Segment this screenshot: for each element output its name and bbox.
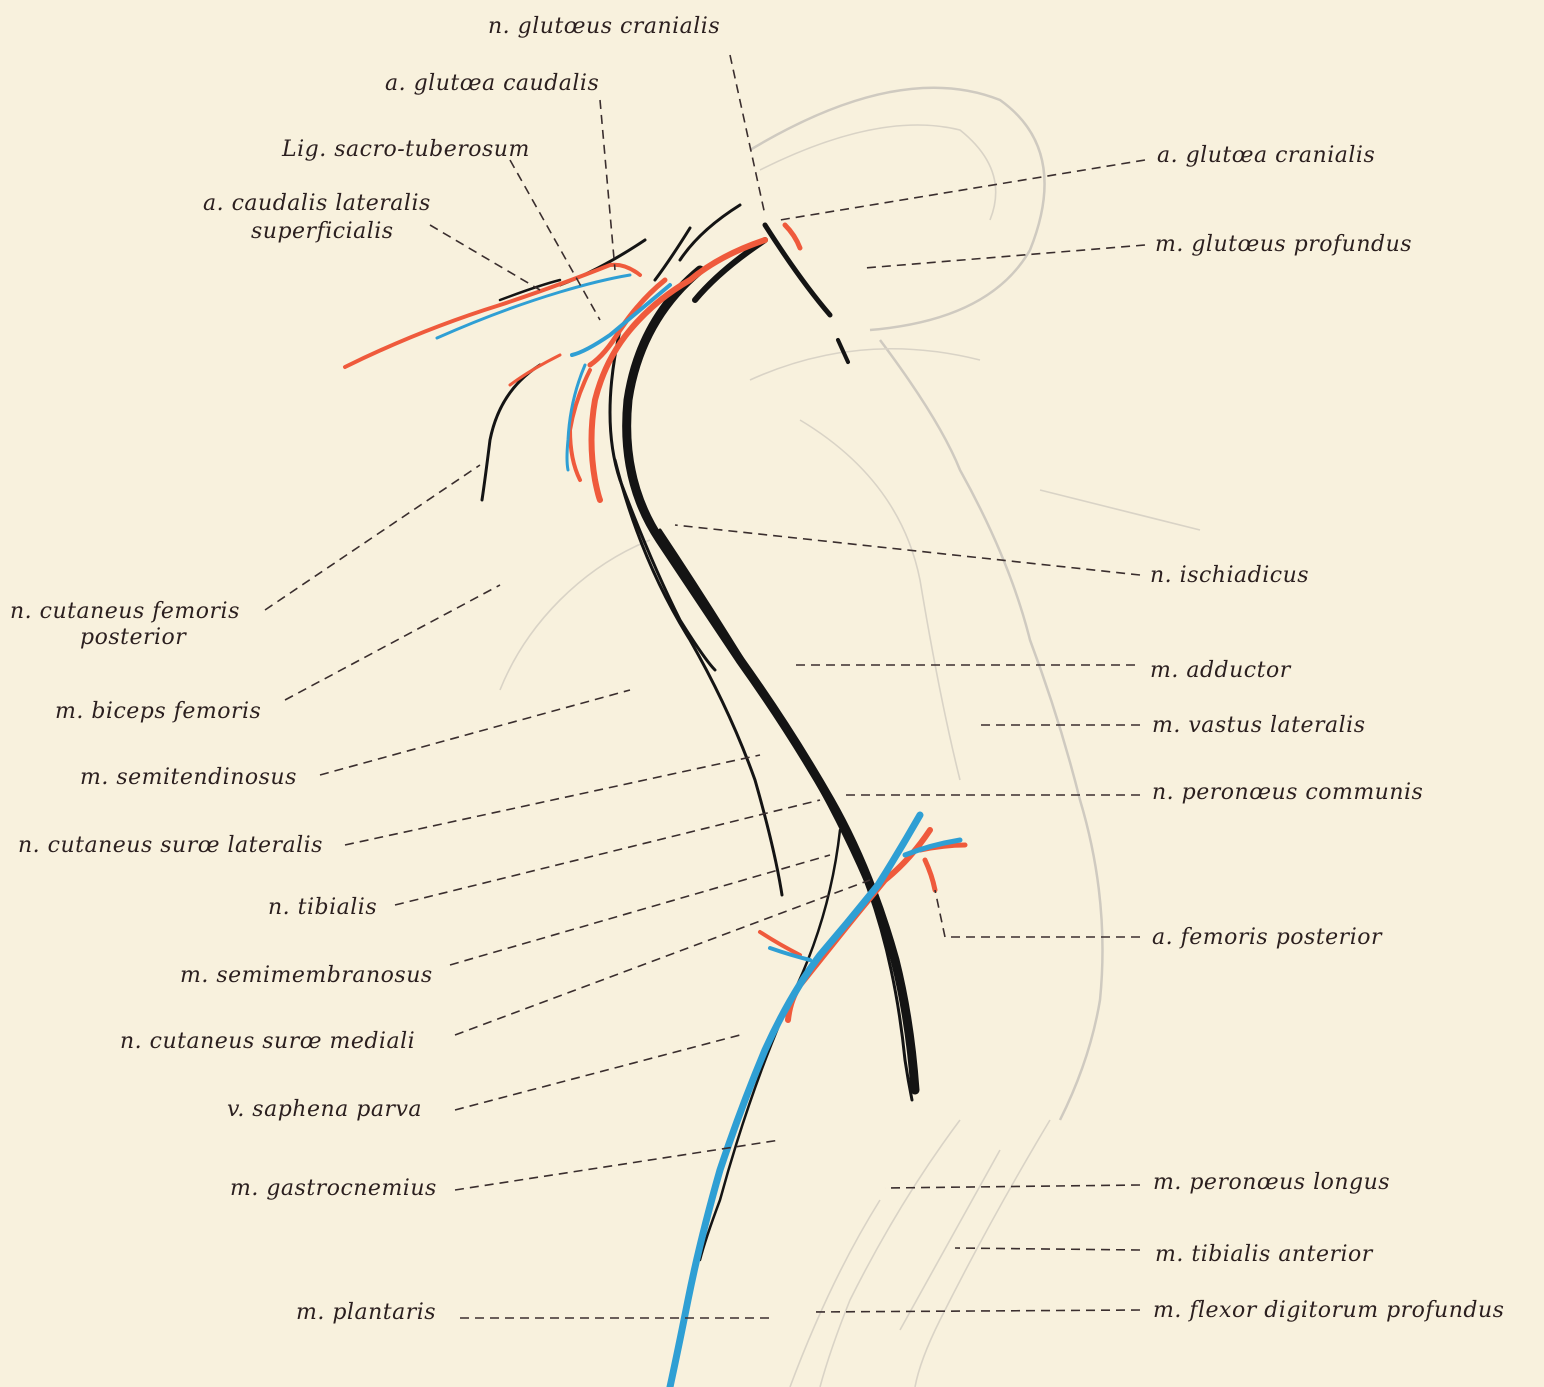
label-m-vastus-lateralis: m. vastus lateralis bbox=[1152, 713, 1365, 738]
nerve-ischiadicus-main bbox=[627, 270, 915, 1090]
leg-outline-4 bbox=[790, 1200, 880, 1387]
label-m-flexor-digitorum-profundus: m. flexor digitorum profundus bbox=[1153, 1298, 1504, 1323]
leader-a-caudalis-lateralis bbox=[430, 225, 540, 290]
leader-m-flexor-digitorum-profundus bbox=[810, 1310, 1140, 1312]
label-n-cutaneus-femoris-posterior-2: posterior bbox=[80, 625, 186, 650]
vein-branch-lower bbox=[567, 365, 585, 470]
leader-lines bbox=[265, 55, 1145, 1318]
label-m-semimembranosus: m. semimembranosus bbox=[180, 963, 433, 988]
artery-branch-lower bbox=[570, 370, 590, 480]
label-n-tibialis: n. tibialis bbox=[268, 895, 377, 920]
label-lig-sacro-tuberosum: Lig. sacro-tuberosum bbox=[282, 137, 530, 162]
vein-saphena-parva bbox=[670, 815, 920, 1387]
label-a-glutaea-cranialis: a. glutœa cranialis bbox=[1157, 143, 1375, 168]
label-a-glutaea-caudalis: a. glutœa caudalis bbox=[385, 71, 599, 96]
pelvis-inner-outline bbox=[760, 125, 996, 220]
hip-contour bbox=[750, 349, 980, 380]
artery-glutaea-main bbox=[592, 240, 766, 500]
label-m-gastrocnemius: m. gastrocnemius bbox=[230, 1176, 437, 1201]
leader-n-ischiadicus bbox=[675, 525, 1140, 575]
label-n-ischiadicus: n. ischiadicus bbox=[1150, 563, 1309, 588]
leader-n-glutaeus-cranialis bbox=[730, 55, 765, 215]
muscle-outlines bbox=[500, 88, 1200, 1387]
label-a-caudalis-lateralis-1: a. caudalis lateralis bbox=[203, 191, 431, 216]
label-n-glutaeus-cranialis: n. glutœus cranialis bbox=[488, 14, 720, 39]
thigh-caudal-outline bbox=[880, 340, 1103, 1120]
hip-muscle-line bbox=[1040, 490, 1200, 530]
label-m-peronaeus-longus: m. peronœus longus bbox=[1153, 1170, 1390, 1195]
leader-n-cutaneus-femoris-posterior bbox=[265, 465, 480, 610]
label-m-semitendinosus: m. semitendinosus bbox=[80, 765, 297, 790]
leader-a-glutaea-caudalis bbox=[600, 100, 615, 270]
leader-a-femoris-posterior bbox=[935, 890, 1140, 937]
label-m-plantaris: m. plantaris bbox=[296, 1300, 436, 1325]
artery-glutaea-cranialis-tip bbox=[785, 225, 800, 248]
leader-m-biceps-femoris bbox=[285, 585, 500, 700]
leader-a-glutaea-cranialis bbox=[780, 160, 1145, 220]
label-n-cutaneus-surae-lateralis: n. cutaneus surœ lateralis bbox=[18, 833, 323, 858]
leg-outline-1 bbox=[820, 1120, 960, 1387]
leg-outline-2 bbox=[915, 1120, 1050, 1387]
artery-cutaneus-femoris bbox=[510, 355, 560, 385]
label-n-cutaneus-surae-mediali: n. cutaneus surœ mediali bbox=[120, 1029, 415, 1054]
label-m-adductor: m. adductor bbox=[1150, 658, 1291, 683]
label-m-tibialis-anterior: m. tibialis anterior bbox=[1155, 1242, 1373, 1267]
nerve-small-branch bbox=[500, 280, 560, 300]
artery-femoris-branch-down bbox=[925, 860, 935, 890]
label-v-saphena-parva: v. saphena parva bbox=[227, 1097, 422, 1122]
vein-caudalis-lateralis bbox=[437, 275, 630, 338]
leader-n-cutaneus-surae-lateralis bbox=[345, 755, 760, 845]
label-n-cutaneus-femoris-posterior-1: n. cutaneus femoris bbox=[10, 599, 240, 624]
caudal-thigh-line bbox=[500, 540, 650, 690]
leg-outline-3 bbox=[900, 1150, 1000, 1330]
label-a-caudalis-lateralis-2: superficialis bbox=[251, 219, 394, 244]
leader-n-tibialis bbox=[395, 800, 820, 905]
label-m-glutaeus-profundus: m. glutœus profundus bbox=[1155, 232, 1412, 257]
veins bbox=[437, 275, 960, 1387]
thigh-inner-outline bbox=[800, 420, 960, 780]
leader-m-tibialis-anterior bbox=[955, 1248, 1140, 1250]
leader-m-glutaeus-profundus bbox=[865, 245, 1145, 268]
label-n-peronaeus-communis: n. peronœus communis bbox=[1152, 780, 1423, 805]
leader-v-saphena-parva bbox=[455, 1035, 740, 1110]
pelvis-outline bbox=[750, 88, 1045, 330]
label-a-femoris-posterior: a. femoris posterior bbox=[1152, 925, 1382, 950]
leader-m-semitendinosus bbox=[320, 690, 630, 775]
label-m-biceps-femoris: m. biceps femoris bbox=[55, 699, 261, 724]
